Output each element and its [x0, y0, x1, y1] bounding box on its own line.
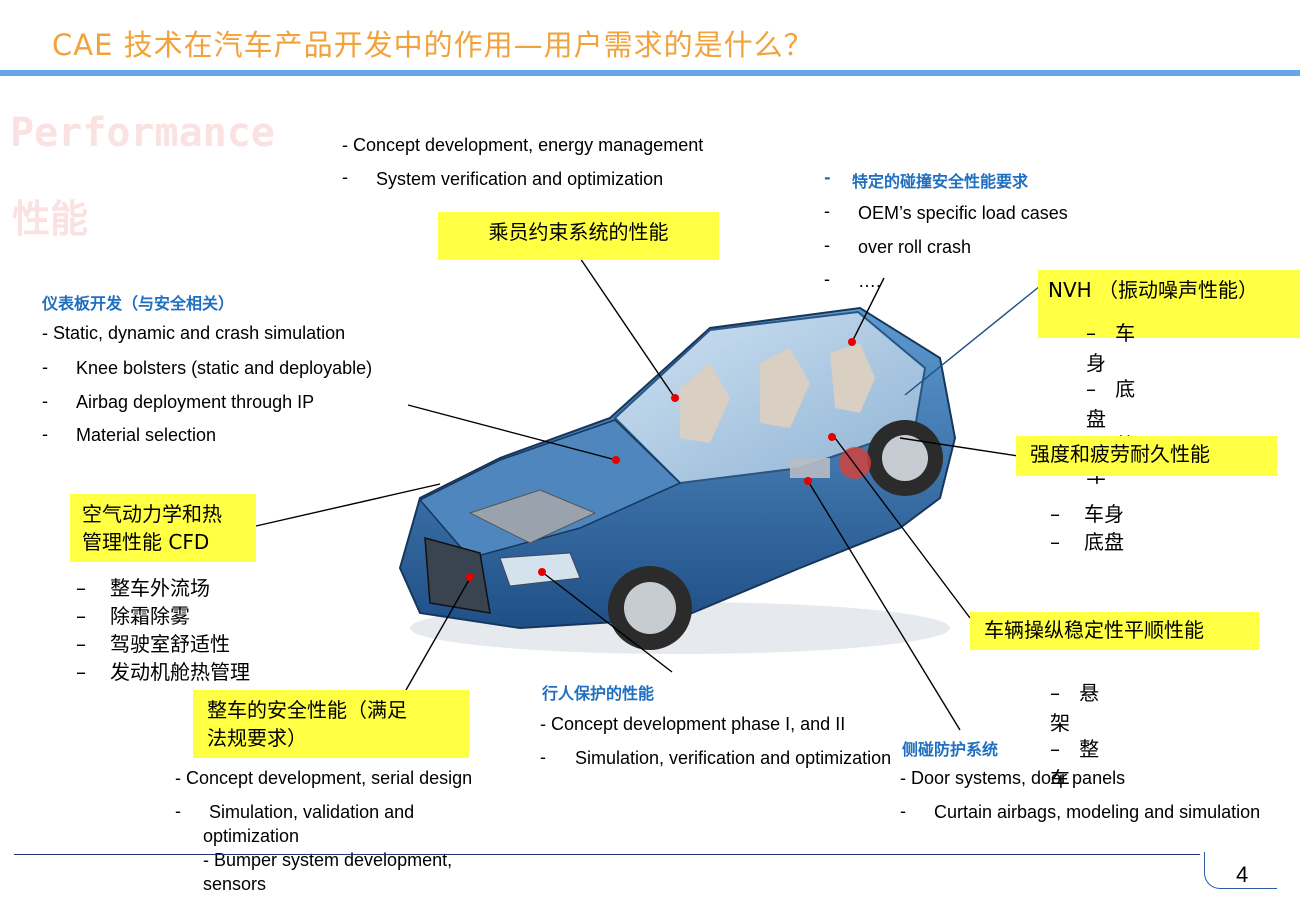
slide-title: CAE 技术在汽车产品开发中的作用—用户需求的是什么？ [52, 28, 814, 62]
ip-bullet-3: - [42, 424, 48, 444]
crash-item-1: OEM’s specific load cases [858, 203, 1068, 223]
crash-bullet-2: - [824, 235, 830, 255]
title-rule [0, 70, 1300, 76]
crash-heading: 特定的碰撞安全性能要求 [852, 172, 1029, 191]
footer-rule [14, 854, 1200, 855]
handling-item-1: – 悬架 [1050, 681, 1100, 735]
label-restraint-system: 乘员约束系统的性能 [438, 212, 719, 260]
label-durability: 强度和疲劳耐久性能 [1016, 436, 1277, 476]
aero-item-4: –发动机舱热管理 [76, 660, 250, 684]
ip-item-1: Knee bolsters (static and deployable) [76, 358, 373, 378]
label-handling: 车辆操纵稳定性平顺性能 [970, 612, 1259, 650]
crash-bullet-1: - [824, 201, 830, 221]
page-number: 4 [1236, 862, 1249, 887]
durability-item-1: –车身 [1050, 502, 1124, 526]
nvh-item-1-a: 车 [1115, 321, 1136, 345]
label-aero-thermal: 空气动力学和热 管理性能 CFD [70, 494, 256, 562]
dot-ip [612, 456, 620, 464]
ip-item-2: Airbag deployment through IP [76, 392, 315, 412]
safety-item-line1: Simulation, validation and [209, 802, 415, 822]
top-center-bullet: - [342, 167, 348, 187]
aero-item-3: –驾驶室舒适性 [76, 632, 230, 656]
pedestrian-heading: 行人保护的性能 [542, 684, 655, 703]
side-line1: - Door systems, door panels [900, 768, 1126, 788]
nvh-item-1-b: 身 [1086, 351, 1106, 375]
pedestrian-bullet: - [540, 747, 546, 767]
top-center-line1: - Concept development, energy management [342, 135, 704, 155]
dot-front [466, 573, 474, 581]
dot-roof [848, 338, 856, 346]
watermark-xingneng: 性能 [12, 197, 89, 241]
side-heading: 侧碰防护系统 [902, 740, 999, 759]
safety-line1: - Concept development, serial design [175, 768, 473, 788]
ip-bullet-2: - [42, 391, 48, 411]
safety-bullet: - [175, 801, 181, 821]
label-vehicle-safety: 整车的安全性能（满足 法规要求） [193, 690, 469, 758]
ip-bullet-1: - [42, 357, 48, 377]
ip-item-3: Material selection [76, 425, 217, 445]
side-item: Curtain airbags, modeling and simulation [934, 802, 1261, 822]
dot-side [804, 477, 812, 485]
dot-pedestrian [538, 568, 546, 576]
ip-heading: 仪表板开发（与安全相关） [42, 294, 235, 313]
safety-item-line2: optimization [203, 826, 300, 846]
durability-item-2: –底盘 [1050, 530, 1124, 554]
nvh-item-2: – 底 盘 [1086, 377, 1136, 431]
dot-restraint [671, 394, 679, 402]
safety-line3: - Bumper system development, [203, 850, 453, 870]
pedestrian-line1: - Concept development phase I, and II [540, 714, 846, 734]
side-bullet: - [900, 801, 906, 821]
watermark-performance: Performance [10, 110, 275, 156]
nvh-item-1: – 车 身 [1086, 318, 1135, 378]
ip-line1: - Static, dynamic and crash simulation [42, 323, 346, 343]
label-nvh: NVH （振动噪声性能） [1038, 270, 1300, 338]
crash-bullet-heading: - [824, 168, 831, 187]
safety-line4: sensors [203, 874, 267, 894]
dot-body [828, 433, 836, 441]
crash-item-3: …. [858, 271, 882, 291]
aero-item-2: –除霜除雾 [76, 604, 190, 628]
car-cutaway-illustration [398, 306, 957, 654]
crash-bullet-3: - [824, 269, 830, 289]
aero-item-1: –整车外流场 [76, 576, 210, 600]
page-number-frame [1204, 852, 1277, 889]
pedestrian-item: Simulation, verification and optimizatio… [575, 748, 892, 768]
handling-item-2: – 整车 [1050, 737, 1100, 791]
top-center-line2: System verification and optimization [376, 169, 664, 189]
crash-item-2: over roll crash [858, 237, 972, 257]
